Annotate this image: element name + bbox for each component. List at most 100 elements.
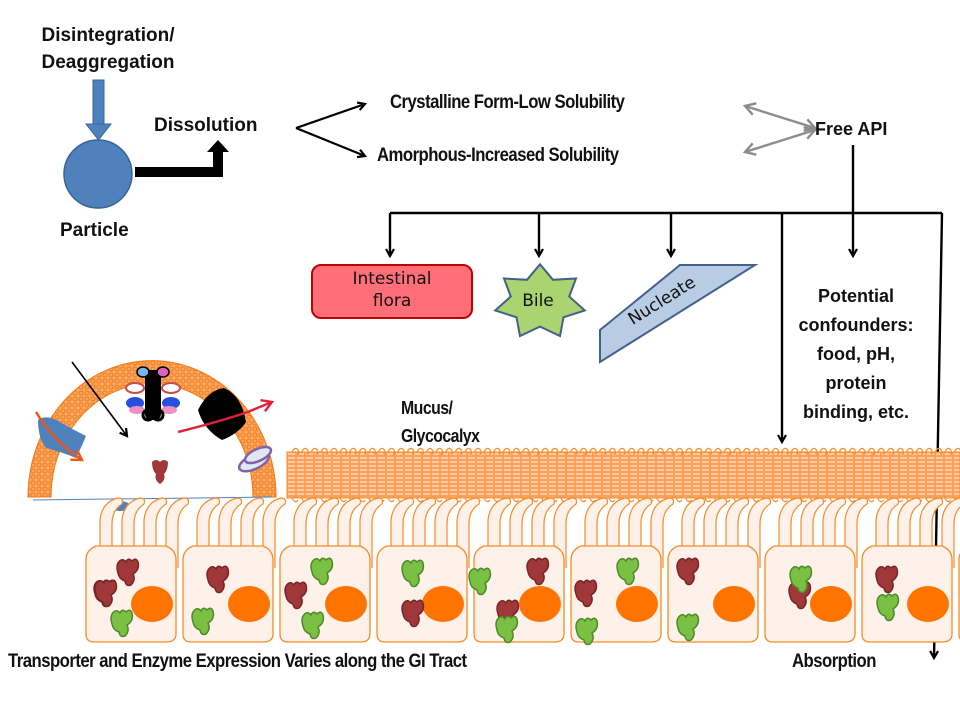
- enzyme-red: [526, 557, 550, 586]
- cell-nucleus: [422, 586, 464, 622]
- mucus-glycan: [781, 497, 789, 503]
- enzyme-red: [206, 565, 230, 594]
- enzymes: [93, 557, 900, 646]
- mucus-glycan: [800, 447, 809, 455]
- mucus-glycan: [953, 447, 960, 455]
- enzyme-green: [789, 565, 813, 594]
- mucus-glycan: [608, 447, 617, 455]
- mucus-glycan: [339, 497, 347, 503]
- mucus-glycan: [589, 497, 597, 503]
- mucus-glycan: [368, 447, 377, 455]
- disintegration-label: Disintegration/ Deaggregation: [28, 22, 188, 76]
- cell-nucleus: [907, 586, 949, 622]
- disintegration-arrow: [84, 79, 113, 141]
- mucus-glycan: [301, 447, 309, 455]
- cell-nucleus: [616, 586, 658, 622]
- enzyme-green: [495, 615, 519, 644]
- enzyme-red: [574, 579, 598, 608]
- particle-label: Particle: [60, 220, 129, 241]
- cell-nucleus: [810, 586, 852, 622]
- intestinal-flora-line2: flora: [372, 291, 412, 311]
- mucus-glycan: [569, 447, 578, 455]
- mucus-glycan: [397, 447, 405, 455]
- mucus-glycan: [521, 447, 530, 455]
- cell-nucleus: [713, 586, 755, 622]
- mucus-glycan: [790, 447, 799, 455]
- mucus-glycan: [416, 447, 425, 455]
- mucus-glycan: [675, 447, 684, 455]
- mucus-glycan: [771, 497, 779, 503]
- nucleate-parallelogram: [599, 264, 759, 364]
- mucus-glycan: [819, 447, 828, 455]
- mucus-glycan: [617, 447, 626, 455]
- enzyme-green: [468, 567, 492, 596]
- mucus-glycan: [944, 447, 953, 455]
- mucus-glycan: [627, 447, 636, 455]
- mucus-glycan: [406, 447, 415, 455]
- enterocyte-cell: [376, 497, 481, 643]
- mucus-glycan: [800, 497, 808, 503]
- cell-nucleus: [325, 586, 367, 622]
- equilibrium-arrows: [745, 106, 815, 152]
- mucus-glycan: [329, 447, 338, 455]
- bile-star: [493, 262, 587, 338]
- enterocyte-cell: [764, 497, 869, 643]
- mucus-glycan: [387, 447, 396, 455]
- mucus-glycan: [637, 447, 645, 455]
- mucus-glycan: [915, 447, 924, 455]
- mucus-glycan: [809, 447, 818, 455]
- mucus-glycan: [579, 447, 588, 455]
- confounders-label: Potential confounders: food, pH, protein…: [783, 282, 929, 427]
- free-api-label: Free API: [815, 119, 888, 139]
- mucus-glycan: [435, 497, 443, 503]
- confounders-line2: confounders:: [798, 315, 914, 335]
- mucus-glycan: [877, 447, 885, 455]
- bile-label: Bile: [522, 291, 554, 311]
- mucus-glycan: [483, 447, 492, 455]
- mucus-label: Mucus/ Glycocalyx: [401, 394, 480, 450]
- enzyme-red: [284, 581, 308, 610]
- particle-circle: [63, 139, 133, 209]
- mucus-glycan: [483, 497, 491, 503]
- split-arrows: [295, 104, 365, 156]
- mucus-glycan: [867, 497, 875, 503]
- crystalline-form-label: Crystalline Form-Low Solubility: [390, 92, 625, 113]
- mucus-glycan: [589, 447, 597, 455]
- enzyme-green: [676, 613, 700, 642]
- mucus-glycan: [291, 497, 299, 503]
- cell-nucleus: [519, 586, 561, 622]
- mucus-glycan: [550, 447, 559, 455]
- intestinal-flora-label: Intestinal flora: [312, 268, 472, 312]
- disintegration-label-line2: Deaggregation: [41, 52, 175, 73]
- footer-label: Transporter and Enzyme Expression Varies…: [8, 651, 467, 672]
- vesicle: [27, 360, 277, 511]
- mucus-glycan: [752, 447, 761, 455]
- mucus-glycan: [905, 447, 914, 455]
- mucus-glycan: [512, 447, 521, 455]
- enzyme-red: [875, 565, 899, 594]
- mucus-glycan: [694, 447, 703, 455]
- mucus-glycan: [464, 447, 473, 455]
- mucus-glycan: [339, 447, 348, 455]
- mucus-glycan: [502, 447, 511, 455]
- enzyme-green: [110, 609, 134, 638]
- mucus-glycan: [646, 447, 655, 455]
- mucus-glycan: [867, 447, 876, 455]
- amorphous-form-label: Amorphous-Increased Solubility: [377, 145, 619, 166]
- mucus-glycan: [493, 447, 501, 455]
- mucus-glycan: [886, 447, 895, 455]
- mucus-glycan: [781, 447, 789, 455]
- mucus-glycan: [445, 447, 453, 455]
- confounders-line4: protein: [825, 373, 887, 393]
- channel-protein: [237, 445, 273, 473]
- mucus-glycan: [704, 497, 712, 503]
- absorption-label: Absorption: [792, 651, 876, 672]
- mucus-glycan: [838, 447, 847, 455]
- mucus-glycan: [829, 447, 837, 455]
- intestinal-flora-line1: Intestinal: [352, 269, 432, 289]
- mucus-label-line2: Glycocalyx: [401, 426, 480, 446]
- diffusion-arrow: [71, 361, 127, 436]
- enzyme-green: [401, 559, 425, 588]
- enzyme-green: [301, 611, 325, 640]
